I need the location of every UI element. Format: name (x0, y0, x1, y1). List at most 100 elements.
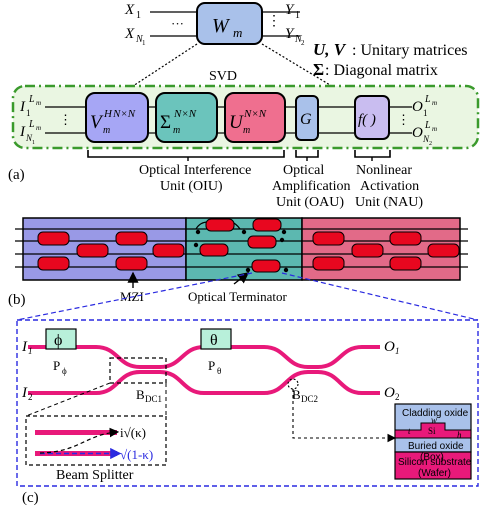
oiu-label-1: Optical Interference (139, 163, 251, 178)
label-a: (a) (8, 167, 25, 183)
output-y1: Y (285, 2, 295, 18)
out-o1-detail: O (384, 339, 395, 355)
bdc1-label: B (136, 387, 145, 402)
out-on-sub: N (422, 134, 430, 144)
label-b: (b) (8, 292, 26, 308)
terminator-dot (241, 229, 247, 235)
bs-output-1: i√(κ) (120, 425, 146, 440)
label-c: (c) (22, 490, 39, 506)
p-theta-sub: θ (217, 366, 221, 376)
mzi (251, 259, 281, 273)
input-dots: ··· (171, 16, 184, 31)
mzi-detail: ϕ θ I 1 I 2 O 1 O 2 P ϕ P θ B DC1 B DC2 (21, 328, 400, 443)
coupler-zoom-box (109, 357, 167, 384)
nau-label-3: Unit (NAU) (355, 195, 423, 210)
input-xn-sub2: 1 (142, 39, 146, 47)
p-phi-label: P (53, 358, 60, 373)
terminator-dot (283, 267, 289, 273)
substrate-layer (394, 451, 472, 480)
out-o2-detail: O (384, 385, 395, 401)
nau-label-1: Nonlinear (356, 163, 412, 178)
mzi (247, 235, 277, 249)
terminator-dot (245, 267, 251, 273)
svd-legend: U, V : Unitary matrices Σ : Diagonal mat… (313, 40, 468, 79)
mzi (252, 218, 282, 232)
mzi (199, 243, 229, 257)
substrate-label-2: (Wafer) (418, 468, 451, 479)
mzi (389, 256, 422, 271)
sigma-sup: N×N (173, 108, 197, 120)
in-in: I (19, 124, 26, 140)
out-vdots: ⋮ (397, 112, 410, 127)
cladding-label: Cladding oxide (402, 408, 469, 419)
input-x1: X (124, 2, 135, 18)
phase-shifter-theta (200, 328, 232, 350)
sigma-matrix-block (155, 92, 218, 143)
mzi (427, 243, 460, 258)
g-amplifier-block (295, 95, 319, 141)
terminator-dot (279, 237, 285, 243)
v-matrix-block (85, 92, 149, 143)
wm-sub: m (233, 25, 242, 40)
nau-label-2: Activation (360, 179, 419, 194)
mzi (205, 218, 235, 232)
bs-output-2: √(1-κ) (120, 447, 153, 462)
pipeline-inputs: I 1 L m I N 1 L m ⋮ (19, 94, 86, 146)
u-main: U (229, 112, 244, 133)
substrate-label: Silicon substrate (398, 457, 472, 468)
mzi (389, 231, 422, 246)
out-o1-sup-sub: m (432, 99, 437, 107)
mesh-panel (15, 217, 468, 281)
buried-oxide-label: Buried oxide (408, 441, 464, 452)
in-i1-sub: 1 (26, 108, 31, 118)
oau-label-2: Amplification (272, 179, 351, 194)
in-i1-detail: I (21, 339, 28, 355)
mzi (76, 243, 109, 258)
in-in-sup-sub: m (36, 124, 41, 132)
in-i1-sup-sub: m (36, 99, 41, 107)
in-i1: I (19, 99, 26, 115)
h-label: h (457, 430, 462, 440)
out-o2-detail-sub: 2 (395, 392, 400, 402)
wm-block-group: W m X 1 X N 1 ··· ⋮ Y 1 Y N 2 (124, 2, 305, 47)
in-vdots: ⋮ (59, 112, 72, 127)
output-yn: Y (285, 26, 295, 42)
legend-sigma-symbol: Σ (313, 60, 324, 79)
mzi (115, 231, 148, 246)
output-yn-sub2: 2 (301, 39, 305, 47)
input-xn: X (124, 26, 135, 42)
g-label: G (300, 111, 312, 128)
detail-frame (16, 319, 479, 487)
beam-splitter-box (25, 415, 167, 466)
sigma-sub: m (173, 125, 180, 136)
oau-label-3: Unit (OAU) (276, 195, 344, 210)
bdc2-sub: DC2 (301, 394, 318, 404)
f-label: f( ) (358, 112, 376, 128)
output-y1-sub: 1 (295, 10, 300, 21)
buried-oxide-label-2: (Box) (420, 452, 444, 463)
pipeline-outputs: O 1 L m O N 2 L m (412, 94, 437, 147)
mzi (115, 256, 148, 271)
output-vdots: ⋮ (267, 14, 281, 29)
mzi (351, 243, 384, 258)
terminator-dot (193, 242, 199, 248)
f-activation-block (354, 95, 390, 140)
terminator-label: Optical Terminator (188, 289, 288, 304)
mzi (312, 256, 345, 271)
in-in-sub2: 1 (32, 140, 35, 146)
u-matrix-block (224, 92, 286, 143)
sigma-main: Σ (160, 112, 171, 133)
si-rib (394, 422, 472, 439)
cross-section-marker (287, 378, 299, 390)
legend-uv-symbol: U, V (313, 40, 347, 59)
out-on-sup: L (424, 120, 431, 131)
legend-sigma-text: : Diagonal matrix (325, 62, 438, 79)
bdc2-label: B (292, 387, 301, 402)
mzi (312, 231, 345, 246)
legend-uv-text: : Unitary matrices (352, 42, 468, 59)
p-phi-sub: ϕ (62, 366, 67, 376)
in-in-sup: L (28, 119, 35, 130)
out-on: O (412, 125, 423, 141)
